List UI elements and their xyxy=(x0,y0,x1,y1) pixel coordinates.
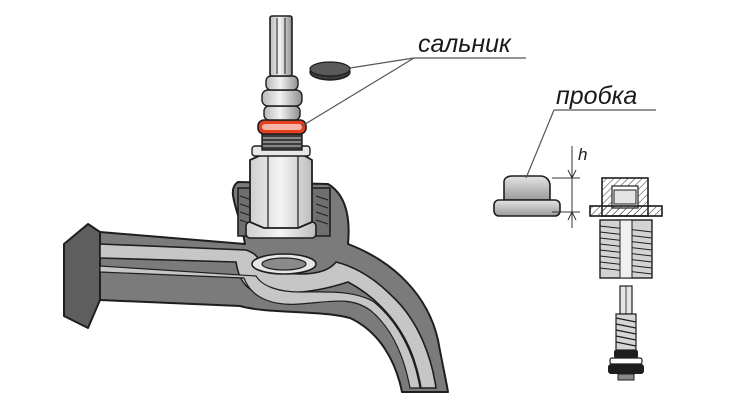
gland-washer xyxy=(309,61,351,81)
lower-channel xyxy=(99,265,421,389)
gland-leader-lines xyxy=(301,57,526,127)
hex-coupling xyxy=(63,223,101,329)
valve-washer xyxy=(614,350,638,358)
hex-nut xyxy=(249,151,313,229)
height-label: h xyxy=(578,145,587,164)
plug-label: пробка xyxy=(556,82,637,110)
plug-leader-lines xyxy=(525,109,656,179)
valve-stem xyxy=(257,15,307,151)
valve-head xyxy=(245,145,317,239)
plug-cap xyxy=(503,175,551,201)
stem-spring xyxy=(615,313,637,351)
gland-label: сальник xyxy=(418,30,512,58)
plug-base xyxy=(493,199,561,217)
height-dimension xyxy=(552,146,580,228)
spindle xyxy=(269,15,293,77)
plug-detail: h xyxy=(493,145,663,381)
